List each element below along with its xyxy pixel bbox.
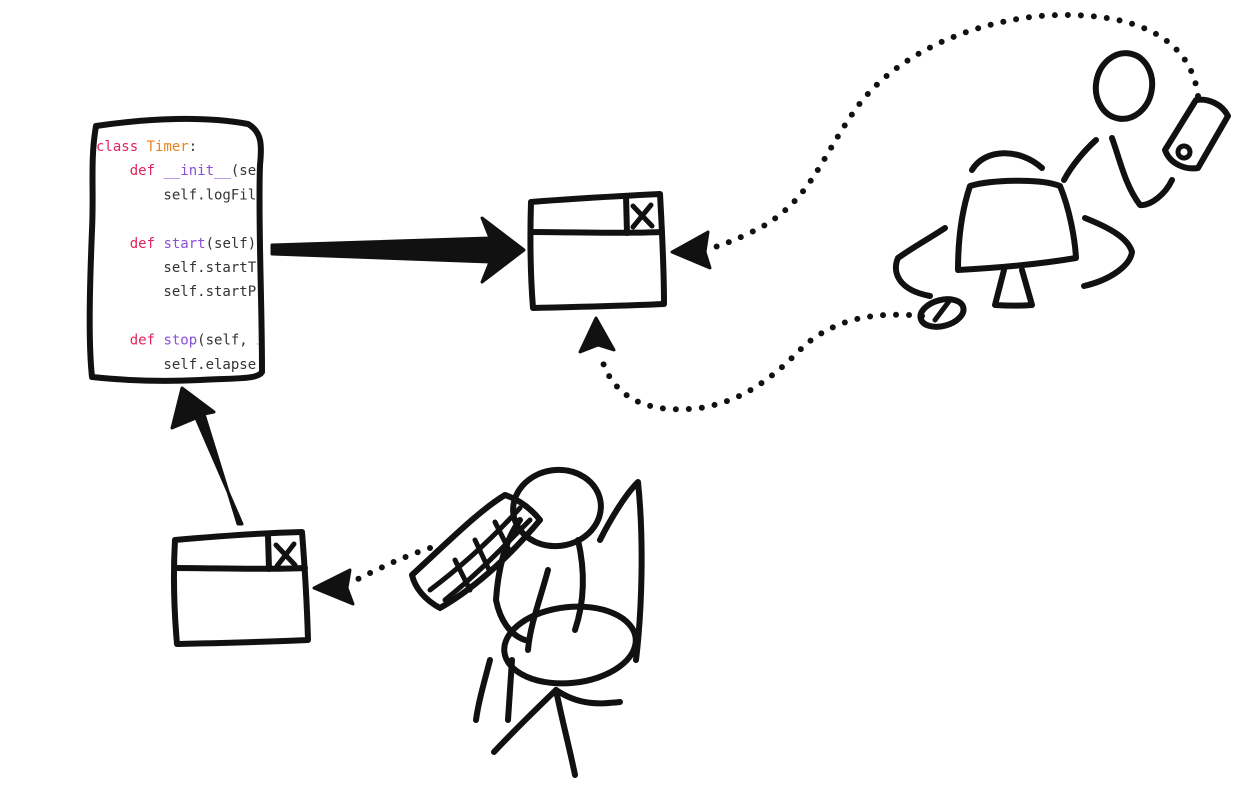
top-window [527,191,667,311]
code-token: def [130,163,164,179]
code-token: class [96,139,147,155]
bottom-window-frame [170,529,311,647]
arrow-window-to-code [170,386,244,526]
computer-monitor-with-mouse-icon [892,150,1135,330]
code-token: __init__ [163,163,231,179]
code-line: def __init__(se [96,163,256,179]
keyboard-icon [409,492,543,611]
code-token: self.logFil [96,187,256,203]
code-lines: class Timer: def __init__(se self.logFil… [96,139,265,373]
mouse-icon [917,296,967,330]
code-token: self.elapse [96,357,256,373]
code-token: self.startP [96,284,256,300]
dotted-arrow-computer-to-window [578,311,925,413]
person-with-phone-icon [1061,50,1231,208]
code-token: def [130,333,164,349]
code-token: start [163,236,205,252]
code-token: Timer [147,139,189,155]
top-window-frame [527,191,667,311]
window-close-icon [273,541,298,569]
code-line: def start(self) [96,236,256,252]
code-token: self.startT [96,260,257,276]
code-line: def stop(self, i [96,333,265,349]
code-token [96,236,130,252]
code-line: class Timer: [96,139,197,155]
code-token: stop [163,333,197,349]
chair-icon [473,479,645,778]
code-token [96,333,130,349]
code-token: : [189,139,197,155]
dotted-arrow-keyboard-to-window [312,545,433,606]
code-token [96,163,130,179]
code-token: (self) [206,236,257,252]
code-token: (self, i [197,333,264,349]
code-line: self.logFil [96,187,256,203]
code-document-border [86,115,265,384]
code-line: self.startP [96,284,256,300]
code-document: class Timer: def __init__(se self.logFil… [86,115,265,384]
person-at-keyboard-in-chair-icon [409,466,645,778]
code-line: self.startT [96,260,257,276]
phone-icon [1162,96,1231,172]
dotted-arrow-phone-to-window [670,12,1201,270]
code-line: self.elapse [96,357,256,373]
window-close-icon [630,202,655,230]
code-token: def [130,236,164,252]
bottom-window [170,529,311,647]
code-token: (se [231,163,256,179]
arrow-code-to-window [270,216,526,284]
